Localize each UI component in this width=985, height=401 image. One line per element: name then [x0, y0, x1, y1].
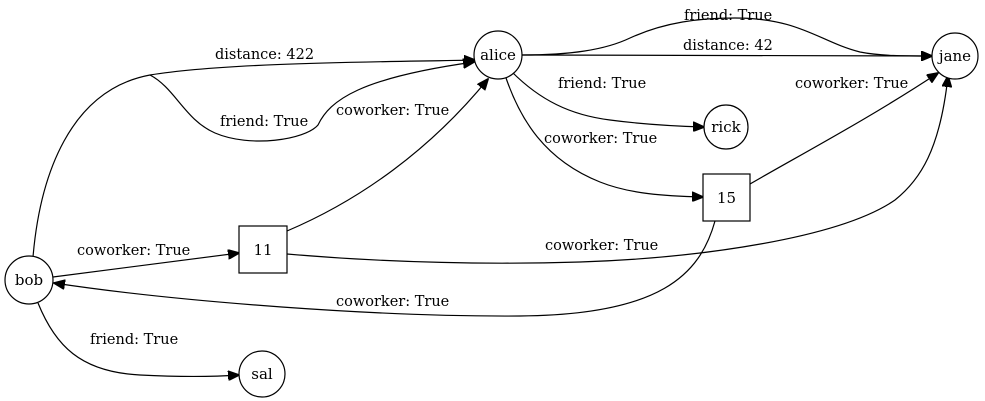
edge-label-bob-sal-friend: friend: True — [90, 332, 178, 348]
nodes: bob alice jane rick sal 11 15 — [4, 30, 979, 398]
node-rick: rick — [703, 104, 749, 150]
edge-label-15-jane-coworker: coworker: True — [795, 76, 908, 92]
edge-label-alice-jane-distance: distance: 42 — [683, 38, 773, 54]
edge-label-bob-11-coworker: coworker: True — [77, 243, 190, 259]
edge-label-alice-rick-friend: friend: True — [558, 76, 646, 92]
node-label-alice: alice — [480, 46, 516, 64]
edge-bob-alice-distance — [32, 60, 475, 258]
edge-label-bob-alice-friend: friend: True — [220, 114, 308, 130]
node-label-bob: bob — [15, 271, 43, 289]
edge-alice-jane-friend — [521, 17, 932, 56]
edge-label-11-alice-coworker: coworker: True — [336, 103, 449, 119]
edge-bob-alice-friend — [149, 62, 474, 142]
edge-alice-rick-friend — [511, 71, 704, 127]
edge-11-jane-coworker — [286, 76, 948, 264]
node-15: 15 — [702, 173, 751, 222]
node-sal: sal — [238, 350, 286, 398]
edge-15-jane-coworker — [749, 73, 938, 185]
edge-bob-11-coworker — [52, 253, 239, 278]
edge-alice-jane-distance — [521, 55, 932, 56]
node-jane: jane — [931, 32, 979, 80]
edge-label-11-jane-coworker: coworker: True — [545, 238, 658, 254]
edge-label-bob-alice-distance: distance: 422 — [215, 47, 314, 63]
edge-label-alice-jane-friend: friend: True — [684, 8, 772, 24]
node-label-jane: jane — [937, 47, 971, 65]
edge-bob-sal-friend — [37, 302, 239, 377]
edge-11-alice-coworker — [286, 79, 488, 232]
node-label-rick: rick — [711, 118, 741, 136]
node-alice: alice — [473, 30, 523, 80]
node-label-11: 11 — [253, 241, 272, 259]
edge-label-15-bob-coworker: coworker: True — [336, 294, 449, 310]
edge-label-alice-15-coworker: coworker: True — [544, 131, 657, 147]
edge-15-bob-coworker — [54, 220, 716, 317]
node-bob: bob — [4, 255, 54, 305]
node-label-sal: sal — [251, 365, 273, 383]
node-label-15: 15 — [717, 189, 736, 207]
edges: distance: 422 friend: True coworker: Tru… — [32, 8, 948, 377]
node-11: 11 — [238, 225, 288, 274]
edge-alice-15-coworker — [504, 74, 703, 197]
